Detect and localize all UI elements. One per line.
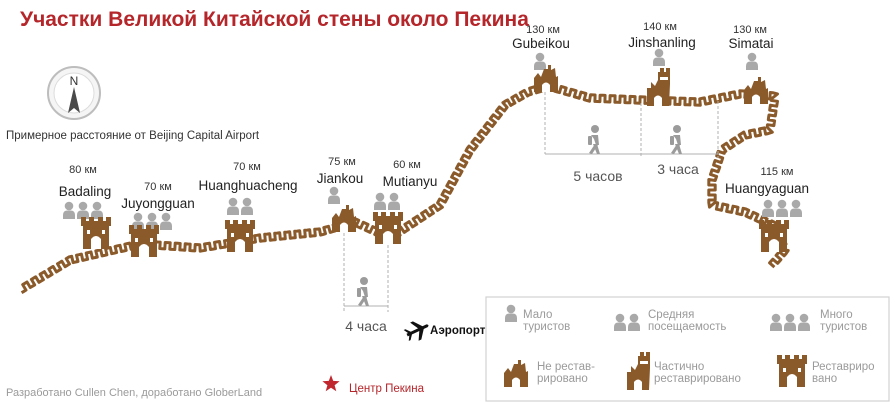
section-name: Jinshanling <box>628 35 696 50</box>
section-name: Jiankou <box>317 171 364 186</box>
section-name: Mutianyu <box>383 174 438 189</box>
hiker-icon <box>588 125 600 154</box>
section-badaling: 80 км Badaling <box>59 164 112 249</box>
credit-text: Разработано Cullen Chen, доработано Glob… <box>6 387 262 399</box>
great-wall-line <box>20 82 790 294</box>
hike-time-jinshanling: 3 часа <box>657 161 699 177</box>
beijing-center-marker: Центр Пекина <box>322 375 425 395</box>
distance-label: 130 км <box>526 24 560 36</box>
tower-unrestored-icon <box>744 77 768 104</box>
legend-box <box>485 296 890 402</box>
tower-partial-icon <box>647 68 670 106</box>
north-arrow-icon <box>68 87 80 113</box>
section-jinshanling: 140 км Jinshanling <box>628 21 696 106</box>
distance-label: 130 км <box>733 24 767 36</box>
compass-letter: N <box>70 74 79 88</box>
distance-label: 115 км <box>761 166 794 178</box>
people-many-icon <box>374 192 400 210</box>
hike-time-gubeikou: 5 часов <box>573 168 622 184</box>
distance-label: 70 км <box>233 161 261 173</box>
beijing-center-label: Центр Пекина <box>349 383 425 395</box>
people-many-icon <box>762 199 802 217</box>
people-medium-icon <box>227 197 253 215</box>
section-name: Juyongguan <box>121 196 195 211</box>
people-few-icon <box>328 186 340 204</box>
section-huangyaguan: 115 км Huangyaguan <box>725 166 809 252</box>
compass: N <box>47 66 101 120</box>
section-name: Gubeikou <box>512 36 570 51</box>
section-name: Huangyaguan <box>725 181 809 196</box>
tower-restored-icon <box>225 220 255 252</box>
tower-restored-icon <box>129 225 159 257</box>
tower-restored-icon <box>81 217 111 249</box>
map-title: Участки Великой Китайской стены около Пе… <box>20 8 529 31</box>
section-name: Huanghuacheng <box>198 178 297 193</box>
section-name: Simatai <box>728 36 773 51</box>
people-many-icon <box>653 48 665 66</box>
people-few-icon <box>534 52 546 70</box>
section-mutianyu: 60 км Mutianyu <box>373 159 437 244</box>
airport-marker: Аэропорт <box>403 321 486 341</box>
airplane-icon <box>403 321 429 341</box>
star-icon <box>322 375 340 392</box>
distance-label: 60 км <box>393 159 421 171</box>
distance-label: 70 км <box>144 181 172 193</box>
section-huanghuacheng: 70 км Huanghuacheng <box>198 161 298 252</box>
section-juyongguan: 70 км Juyongguan <box>121 181 195 257</box>
people-few-icon <box>746 52 758 70</box>
section-simatai: 130 км Simatai <box>728 24 774 104</box>
hiker-icon <box>670 125 682 154</box>
section-gubeikou: 130 км Gubeikou <box>512 24 570 92</box>
distance-label: 80 км <box>69 164 97 176</box>
hike-guide-lines <box>343 92 719 312</box>
tower-restored-icon <box>373 212 403 244</box>
legend-unrestored-label: Не рестав-рировано <box>537 361 595 385</box>
hike-time-mutianyu: 4 часа <box>345 318 387 334</box>
legend-restored-icon <box>777 355 807 387</box>
airport-label: Аэропорт <box>430 325 486 337</box>
people-many-icon <box>63 201 103 219</box>
section-jiankou: 75 км Jiankou <box>317 156 364 232</box>
hiker-icon <box>357 277 369 306</box>
distance-label: 75 км <box>328 156 356 168</box>
distance-note: Примерное расстояние от Beijing Capital … <box>6 130 260 142</box>
tower-unrestored-icon <box>332 205 356 232</box>
tower-restored-icon <box>759 220 789 252</box>
distance-label: 140 км <box>643 21 677 33</box>
section-name: Badaling <box>59 184 112 199</box>
